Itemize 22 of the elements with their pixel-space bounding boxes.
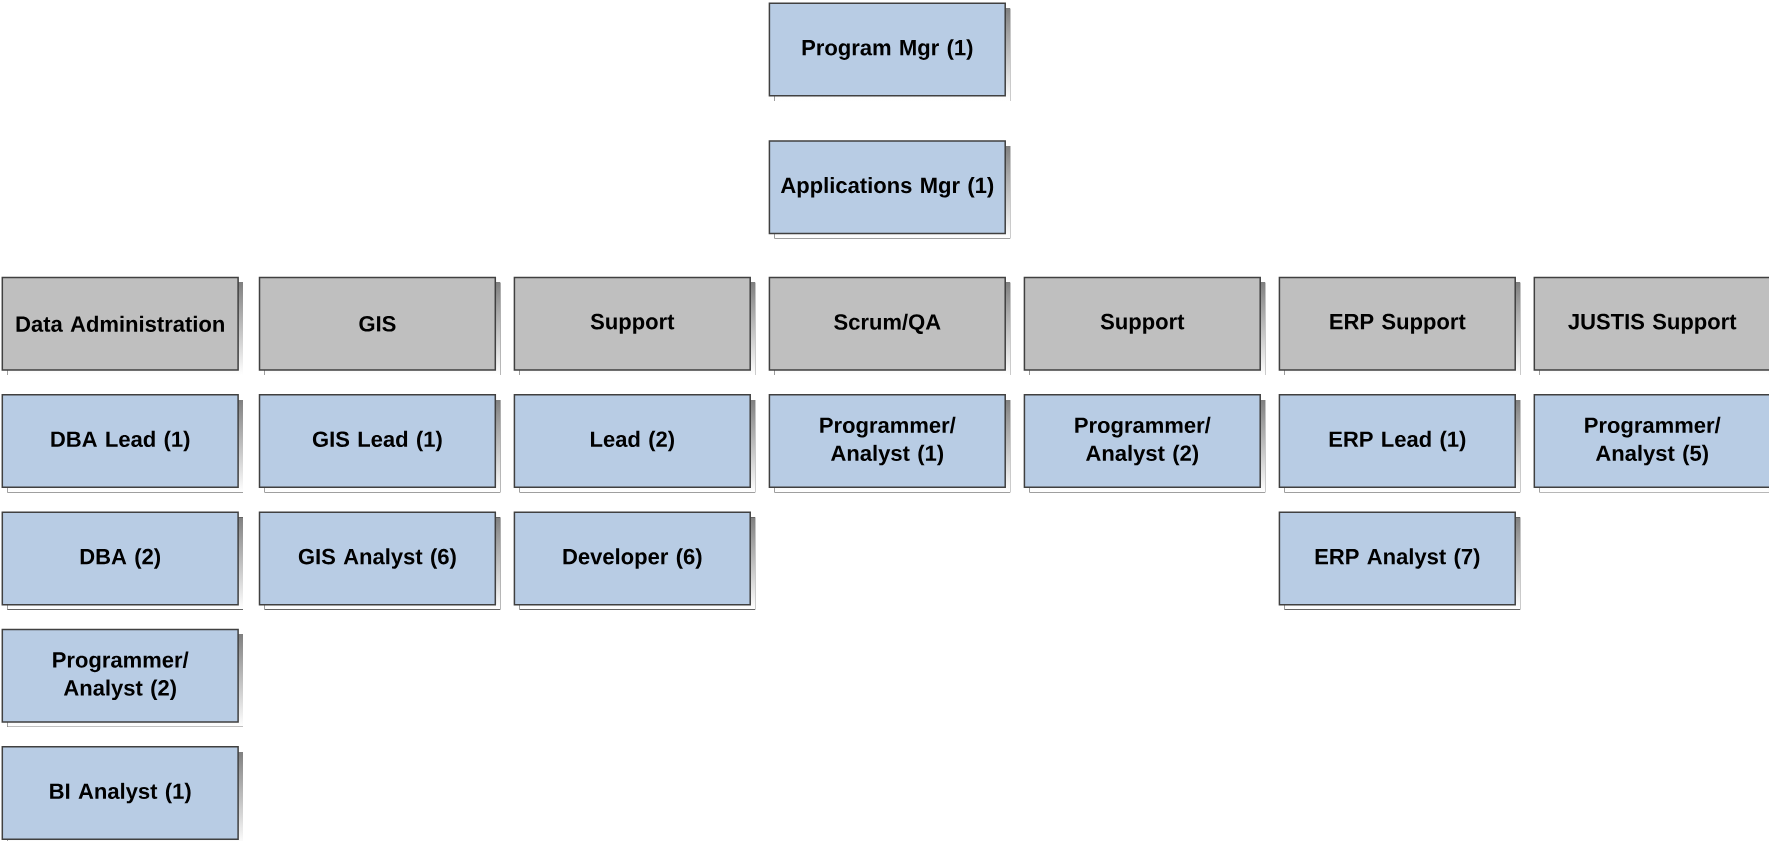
role-box: ERP Analyst (7) [1278, 511, 1521, 610]
role-box: Program Mgr (1) [768, 2, 1011, 101]
role-box: Programmer/ Analyst (1) [768, 394, 1011, 493]
role-box: ERP Lead (1) [1278, 394, 1521, 493]
role-box: Programmer/ Analyst (2) [1, 628, 243, 727]
group-header-box: Support [513, 276, 756, 375]
role-box: Applications Mgr (1) [768, 140, 1011, 239]
group-header-box: Data Administration [1, 276, 243, 375]
role-box: GIS Analyst (6) [258, 511, 501, 610]
role-box: DBA (2) [1, 511, 243, 610]
role-box: Programmer/ Analyst (5) [1533, 394, 1769, 493]
group-header-box: Scrum/QA [768, 276, 1011, 375]
group-header-box: Support [1023, 276, 1266, 375]
role-box: Programmer/ Analyst (2) [1023, 394, 1266, 493]
role-box: BI Analyst (1) [1, 746, 243, 841]
role-box: Lead (2) [513, 394, 756, 493]
role-box: Developer (6) [513, 511, 756, 610]
group-header-box: ERP Support [1278, 276, 1521, 375]
group-header-box: JUSTIS Support [1533, 276, 1769, 375]
group-header-box: GIS [258, 276, 501, 375]
role-box: DBA Lead (1) [1, 394, 243, 493]
role-box: GIS Lead (1) [258, 394, 501, 493]
